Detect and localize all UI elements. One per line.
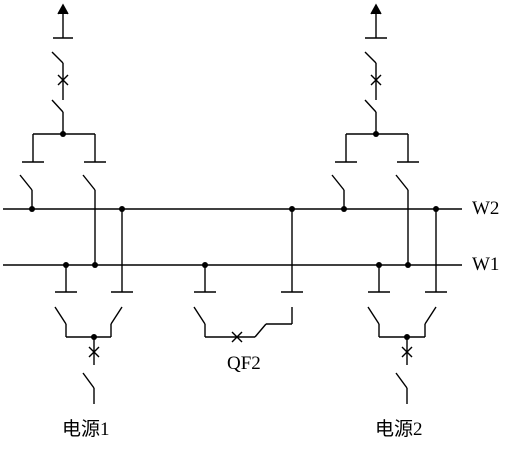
- source1-branch: [54, 262, 123, 404]
- disconnector-blade: [395, 174, 409, 191]
- bus-w2-label: W2: [472, 198, 500, 219]
- disconnector-blade: [395, 372, 408, 389]
- breaker-cross: [231, 331, 243, 343]
- breaker-qf2-label: QF2: [227, 353, 261, 374]
- disconnector-blade: [82, 174, 96, 191]
- bus-w1-label: W1: [472, 254, 500, 275]
- source1-label: 电源1: [62, 419, 110, 440]
- source2-label: 电源2: [375, 419, 423, 440]
- feeder-top-right: [331, 3, 419, 268]
- breaker-cross: [401, 346, 413, 358]
- disconnector-blade: [364, 99, 377, 113]
- disconnector-blade: [54, 306, 67, 325]
- junction-node: [405, 262, 411, 268]
- junction-node: [29, 206, 35, 212]
- disconnector-blade: [254, 323, 267, 338]
- disconnector-blade: [193, 306, 206, 325]
- disconnector-blade: [51, 51, 64, 64]
- junction-node: [92, 262, 98, 268]
- disconnector-blade: [19, 174, 33, 191]
- arrow-head-icon: [370, 3, 382, 15]
- disconnector-blade: [367, 306, 380, 325]
- disconnector-blade: [51, 99, 64, 113]
- disconnector-blade: [424, 306, 437, 325]
- coupler-drop-left: [111, 206, 133, 293]
- source2-branch: [367, 262, 437, 404]
- disconnector-blade: [364, 51, 377, 64]
- breaker-cross: [370, 74, 382, 86]
- breaker-cross: [57, 74, 69, 86]
- disconnector-blade: [331, 174, 345, 191]
- feeder-top-left: [19, 3, 106, 268]
- breaker-cross: [88, 346, 100, 358]
- disconnector-blade: [110, 306, 123, 325]
- disconnector-blade: [82, 372, 95, 389]
- junction-node: [341, 206, 347, 212]
- arrow-head-icon: [57, 3, 69, 15]
- bus-coupler-qf2: [193, 206, 303, 343]
- coupler-drop-right: [425, 206, 447, 293]
